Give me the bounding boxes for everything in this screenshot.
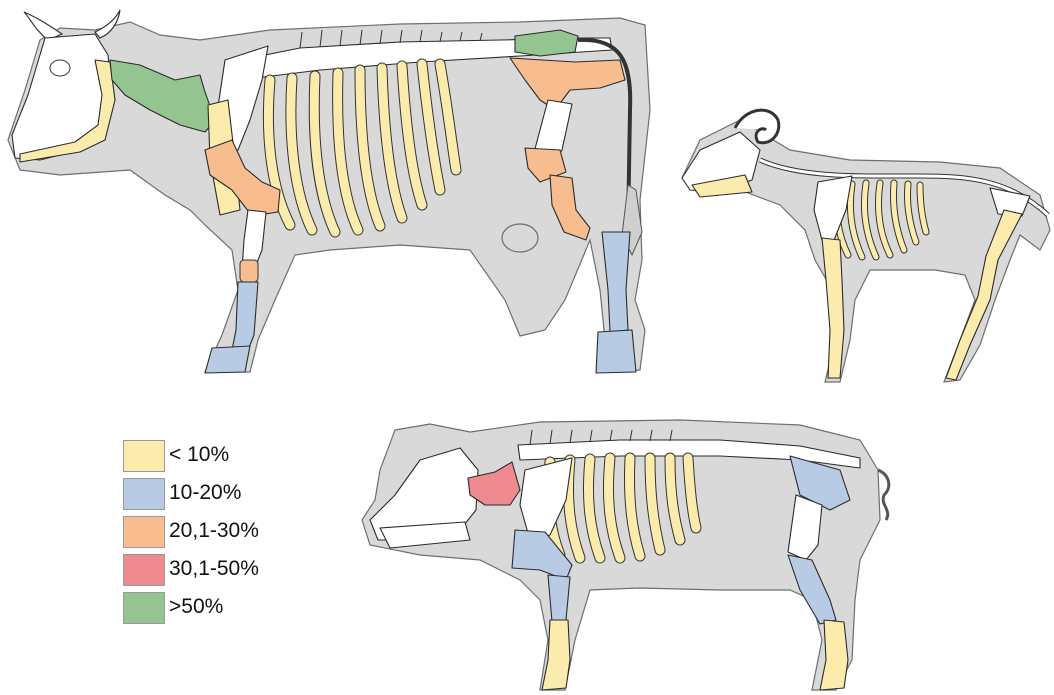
cow-figure <box>8 10 650 373</box>
legend-label: 30,1-50% <box>169 557 259 581</box>
legend-label: 10-20% <box>169 481 241 505</box>
legend-swatch <box>123 516 165 548</box>
cow-front-carpus <box>240 260 258 282</box>
legend-label: < 10% <box>169 443 229 467</box>
pig-figure <box>362 420 889 690</box>
legend-label: >50% <box>169 595 223 619</box>
pig-front-radius <box>548 575 570 622</box>
cow-horn-left <box>24 12 62 40</box>
legend-swatch <box>123 440 165 472</box>
cow-front-hoof <box>205 346 250 373</box>
legend-swatch <box>123 592 165 624</box>
legend-label: 20,1-30% <box>169 519 259 543</box>
cow-eye-socket <box>50 60 70 76</box>
sheep-forelimb <box>822 238 844 378</box>
legend-swatch <box>123 554 165 586</box>
cow-udder <box>502 224 538 252</box>
cow-hind-hoof <box>596 330 636 373</box>
sheep-figure <box>682 110 1050 382</box>
legend-swatch <box>123 478 165 510</box>
